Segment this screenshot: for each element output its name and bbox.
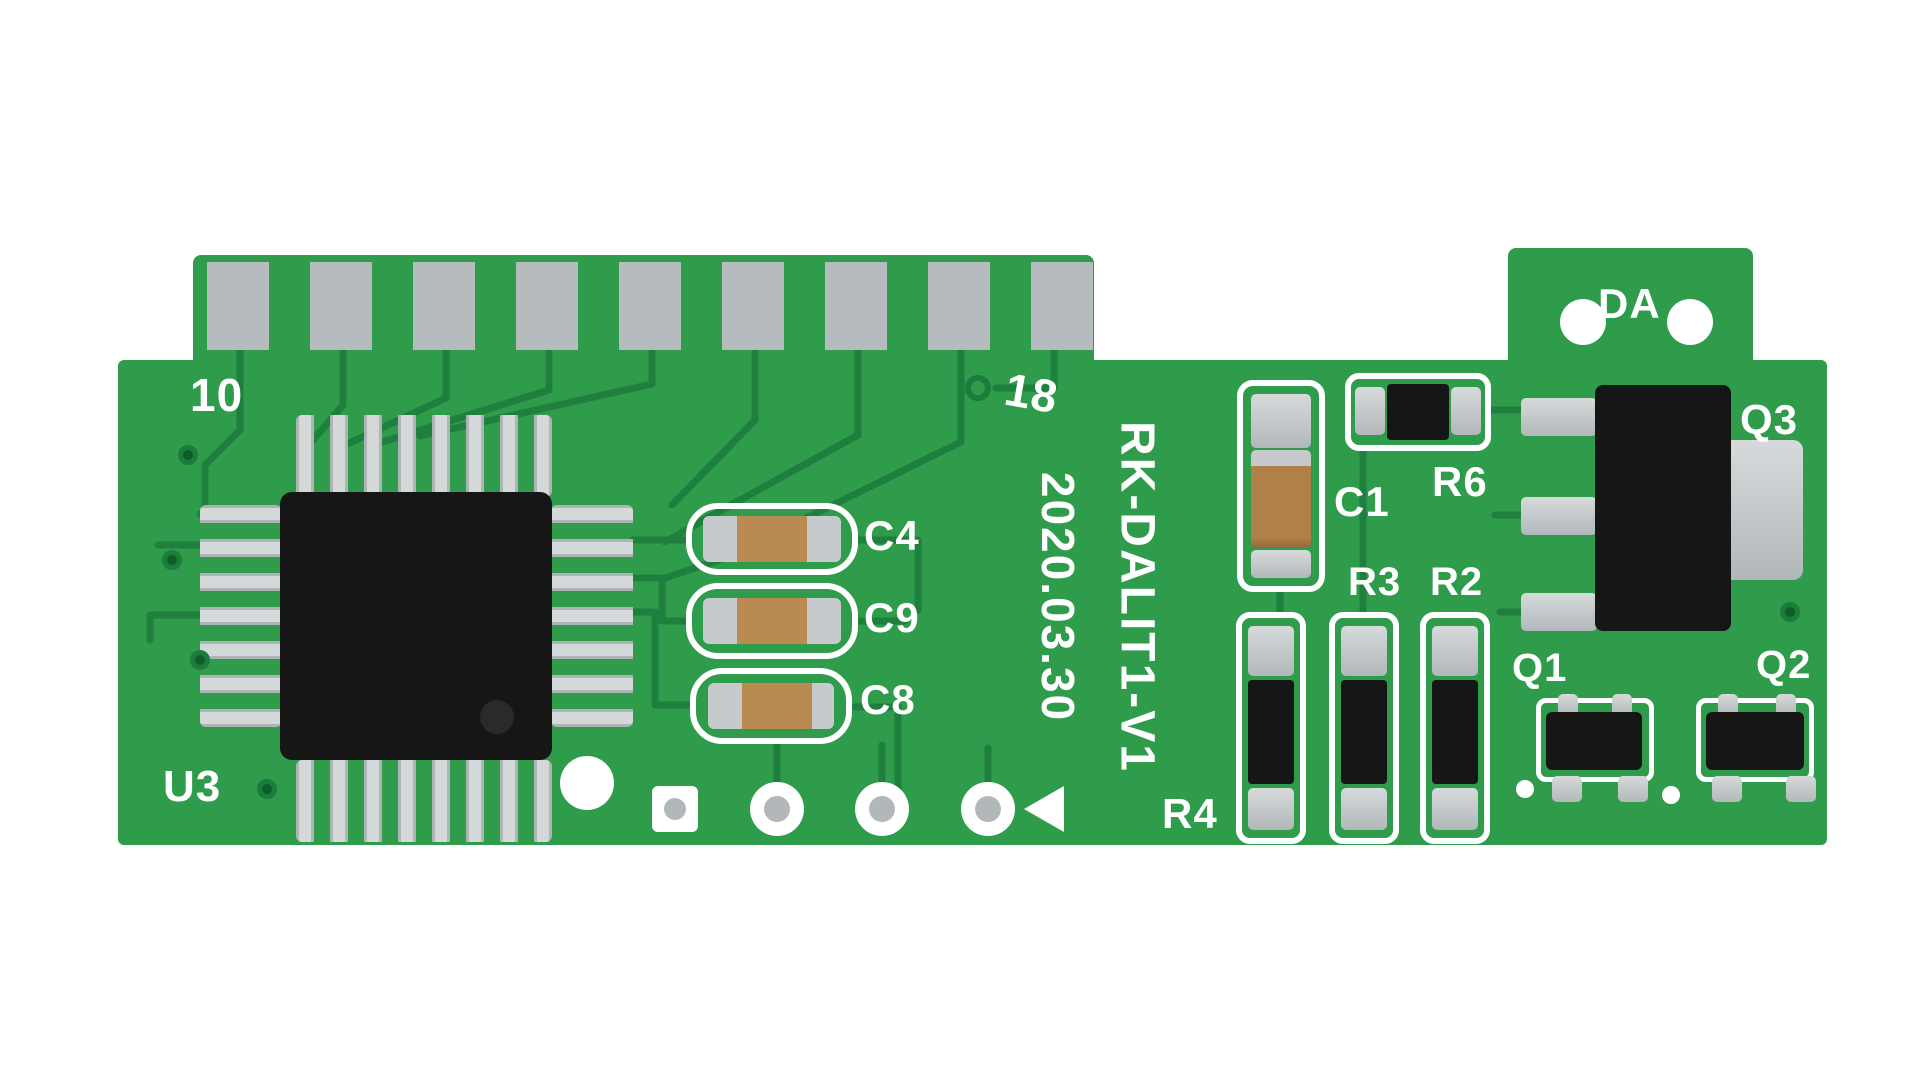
- board-tab-da: [1508, 248, 1753, 370]
- da-pad-left: [1560, 299, 1606, 345]
- u3-pin1-dot: [480, 700, 514, 734]
- q2-outline: [1696, 698, 1814, 782]
- via-1: [178, 445, 198, 465]
- q2-pad-1: [1712, 776, 1742, 802]
- label-model: RK-DALIT1-V1: [1110, 420, 1164, 774]
- label-r6: R6: [1432, 458, 1488, 505]
- q1-body: [1546, 712, 1642, 770]
- cap-c1-body: [1251, 450, 1311, 548]
- via-4: [257, 779, 277, 799]
- cap-c9-outline: [686, 583, 858, 659]
- q1-pad-1: [1552, 776, 1582, 802]
- cap-c1-pad-top: [1251, 394, 1311, 448]
- res-col-3-outline: [1420, 612, 1490, 844]
- label-r2: R2: [1430, 560, 1484, 604]
- res-r6-outline: [1345, 373, 1491, 451]
- label-c4: C4: [864, 512, 920, 559]
- res-r6-pad-right: [1451, 387, 1481, 435]
- q1-stub-2: [1612, 694, 1632, 716]
- res-col-2-pad-top: [1341, 626, 1387, 676]
- label-r4: R4: [1162, 790, 1218, 837]
- label-date: 2020.03.30: [1032, 471, 1084, 723]
- res-col-1-outline: [1236, 612, 1306, 844]
- white-dot-1: [1516, 780, 1534, 798]
- res-col-1-body: [1248, 680, 1294, 784]
- label-pin-10: 10: [190, 369, 244, 421]
- res-col-2-outline: [1329, 612, 1399, 844]
- q3-lead-2: [1521, 497, 1597, 535]
- q3-lead-3: [1521, 593, 1597, 631]
- label-c8: C8: [860, 676, 916, 723]
- label-u3: U3: [163, 762, 222, 811]
- res-r6-body: [1387, 384, 1449, 440]
- label-r3: R3: [1348, 560, 1402, 604]
- q3-tab: [1729, 440, 1803, 580]
- res-col-3-body: [1432, 680, 1478, 784]
- cap-c4-outline: [686, 503, 858, 575]
- res-col-3-pad-top: [1432, 626, 1478, 676]
- cap-c9-component: [703, 598, 841, 644]
- res-col-2-pad-bottom: [1341, 788, 1387, 830]
- res-col-3-pad-bottom: [1432, 788, 1478, 830]
- label-pin-18: 18: [1000, 362, 1063, 424]
- da-pad-right: [1667, 299, 1713, 345]
- cap-c8-outline: [690, 668, 852, 744]
- res-col-1-pad-bottom: [1248, 788, 1294, 830]
- res-col-1-pad-top: [1248, 626, 1294, 676]
- silkscreen-arrow: [1024, 786, 1064, 832]
- q1-outline: [1536, 698, 1654, 782]
- via-ring-18: [965, 375, 991, 401]
- q1-pad-2: [1618, 776, 1648, 802]
- q2-stub-2: [1776, 694, 1796, 716]
- q2-body: [1706, 712, 1804, 770]
- label-q1: Q1: [1512, 646, 1568, 690]
- q3-body: [1595, 385, 1731, 631]
- cap-c8-component: [708, 683, 834, 729]
- via-2: [162, 550, 182, 570]
- u3-corner-pad: [560, 756, 614, 810]
- q3-lead-1: [1521, 398, 1597, 436]
- label-q3: Q3: [1740, 396, 1799, 443]
- test-pad-1-hole: [764, 796, 790, 822]
- cap-c1-outline: [1237, 380, 1325, 592]
- label-da: DA: [1598, 280, 1661, 327]
- via-5: [1780, 602, 1800, 622]
- q1-stub-1: [1558, 694, 1578, 716]
- label-q2: Q2: [1756, 643, 1812, 687]
- u3-leads-right: [551, 505, 633, 727]
- test-pad-square-hole: [664, 798, 686, 820]
- test-pad-2-hole: [869, 796, 895, 822]
- test-pad-3-hole: [975, 796, 1001, 822]
- res-r6-pad-left: [1355, 387, 1385, 435]
- res-col-2-body: [1341, 680, 1387, 784]
- cap-c1-pad-bottom: [1251, 550, 1311, 578]
- q2-pad-2: [1786, 776, 1816, 802]
- u3-leads-bottom: [296, 760, 552, 842]
- cap-c4-component: [703, 516, 841, 562]
- q2-stub-1: [1718, 694, 1738, 716]
- u3-leads-left: [200, 505, 282, 727]
- white-dot-2: [1662, 786, 1680, 804]
- label-c1: C1: [1334, 478, 1390, 525]
- label-c9: C9: [864, 594, 920, 641]
- u3-leads-top: [296, 415, 552, 497]
- edge-connector-pads: [207, 262, 1093, 350]
- via-3: [190, 650, 210, 670]
